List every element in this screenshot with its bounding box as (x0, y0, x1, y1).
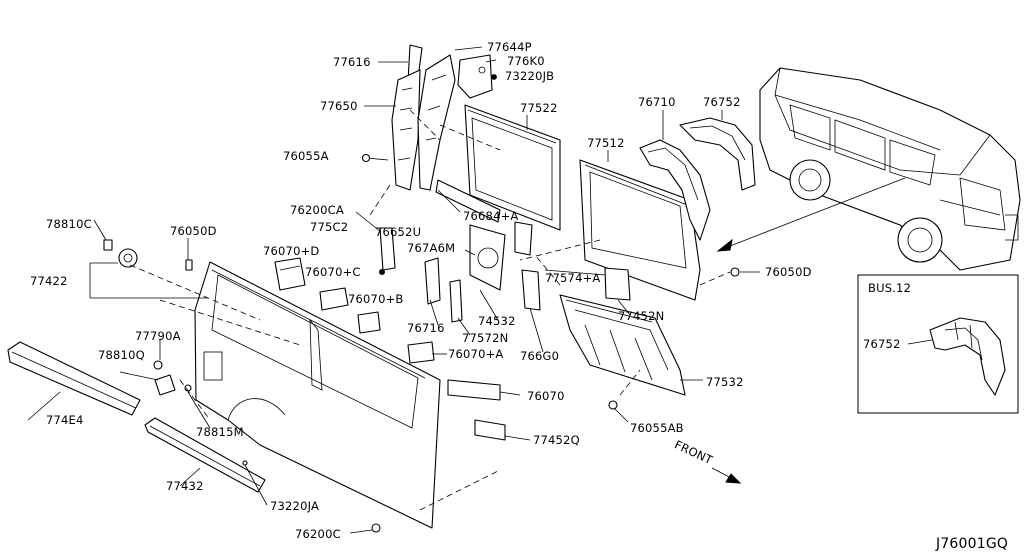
leaders (27, 46, 760, 534)
moldings (7, 341, 266, 493)
label-78810C: 78810C (46, 217, 92, 231)
front-label: FRONT (672, 437, 715, 467)
label-76070C: 76070+C (305, 265, 361, 279)
label-76070D: 76070+D (263, 244, 319, 258)
label-77532: 77532 (706, 375, 744, 389)
label-76200CA: 76200CA (290, 203, 344, 217)
label-775C2: 775C2 (310, 220, 348, 234)
label-76050D-left: 76050D (170, 224, 217, 238)
label-76070A: 76070+A (448, 347, 504, 361)
panel-77532 (559, 294, 686, 396)
label-76752-top: 76752 (703, 95, 741, 109)
label-766G0: 766G0 (520, 349, 559, 363)
part-labels: 77616 77644P 776K0 73220JB 77650 77522 7… (30, 40, 1008, 552)
label-76684A: 76684+A (463, 209, 519, 223)
label-77512: 77512 (587, 136, 625, 150)
panel-77422 (194, 261, 441, 529)
drawing-code: J76001GQ (935, 536, 1008, 552)
label-77574A: 77574+A (545, 271, 601, 285)
label-76055AB: 76055AB (630, 421, 684, 435)
hardware (103, 239, 740, 533)
label-76710: 76710 (638, 95, 676, 109)
label-77572N: 77572N (462, 331, 508, 345)
label-77650: 77650 (320, 99, 358, 113)
label-76716: 76716 (407, 321, 445, 335)
label-76200C: 76200C (295, 527, 341, 541)
label-774E4: 774E4 (46, 413, 84, 427)
label-76050D-right: 76050D (765, 265, 812, 279)
brackets (274, 74, 631, 441)
label-76652U: 76652U (375, 225, 421, 239)
label-77422: 77422 (30, 274, 68, 288)
label-73220JB: 73220JB (505, 69, 554, 83)
label-77616: 77616 (333, 55, 371, 69)
front-arrow (711, 467, 742, 484)
label-78815M: 78815M (196, 425, 244, 439)
van-illustration (716, 67, 1021, 271)
label-77790A: 77790A (135, 329, 181, 343)
inset-bus12 (857, 274, 1019, 414)
label-77452N: 77452N (618, 309, 664, 323)
label-77522: 77522 (520, 101, 558, 115)
label-74532: 74532 (478, 314, 516, 328)
inset-title: BUS.12 (868, 281, 911, 295)
wheel-house (639, 117, 756, 241)
label-77432: 77432 (166, 479, 204, 493)
label-76752-inset: 76752 (863, 337, 901, 351)
label-77644P: 77644P (487, 40, 532, 54)
panel-77512 (579, 159, 701, 301)
label-78810Q: 78810Q (98, 348, 145, 362)
label-76070: 76070 (527, 389, 565, 403)
label-73220JA: 73220JA (270, 499, 319, 513)
label-76055A: 76055A (283, 149, 329, 163)
label-767A6M: 767A6M (407, 241, 455, 255)
panel-77522 (464, 104, 561, 231)
pillar-parts (361, 44, 497, 191)
label-77452Q: 77452Q (533, 433, 580, 447)
label-776K0: 776K0 (507, 54, 545, 68)
label-76070B: 76070+B (348, 292, 404, 306)
